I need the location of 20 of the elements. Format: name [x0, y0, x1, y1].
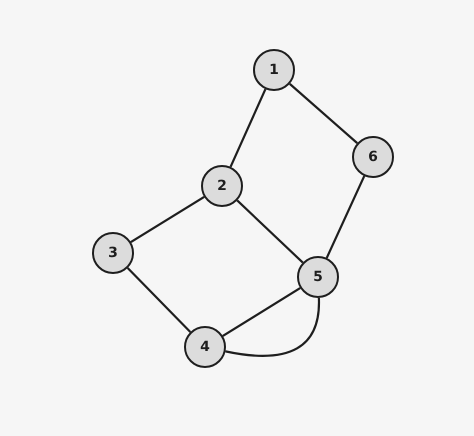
- graph-node: [92, 232, 134, 274]
- connector-line: [130, 196, 205, 243]
- connector-line: [326, 176, 366, 258]
- graph-node: [184, 326, 226, 368]
- node-label: 5: [313, 269, 323, 285]
- graph-node: [297, 256, 339, 298]
- node-label: 1: [269, 62, 279, 78]
- connector-line: [236, 200, 304, 264]
- connector-line: [225, 298, 320, 357]
- graph-node: [352, 136, 394, 178]
- graph-node: [253, 49, 295, 91]
- node-label: 2: [217, 178, 227, 194]
- node-label: 4: [200, 339, 210, 355]
- connector-line: [230, 88, 266, 168]
- connector-line: [222, 287, 301, 337]
- graph-node: [201, 165, 243, 207]
- node-label: 3: [108, 245, 118, 261]
- node-label: 6: [368, 149, 378, 165]
- connector-line: [126, 267, 192, 333]
- connector-line: [289, 83, 358, 144]
